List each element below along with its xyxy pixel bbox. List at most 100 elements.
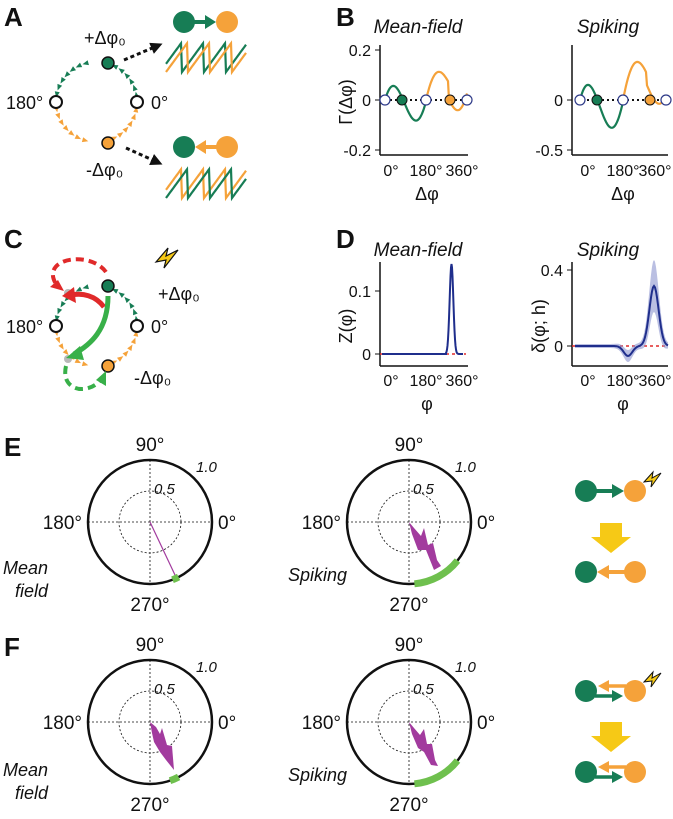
schematic-f bbox=[575, 670, 662, 783]
neuron-green bbox=[575, 480, 597, 502]
gamma-curve-green bbox=[383, 84, 428, 122]
polar-label-0: 0° bbox=[218, 713, 236, 734]
neuron-green bbox=[575, 680, 597, 702]
polar-r-05: 0.5 bbox=[413, 681, 435, 698]
polar-label-270: 270° bbox=[389, 795, 428, 816]
polar-r-1: 1.0 bbox=[196, 459, 218, 476]
polar-label-270: 270° bbox=[130, 795, 169, 816]
ring-arrowhead bbox=[124, 72, 131, 80]
c-angle-label-0: 0° bbox=[151, 317, 168, 337]
ring-arrowhead bbox=[57, 83, 63, 91]
angle-label-0: 0° bbox=[151, 93, 168, 113]
b-spiking-curves bbox=[578, 60, 668, 129]
ring-arrowhead bbox=[129, 78, 135, 85]
phase-vectors bbox=[409, 722, 438, 766]
ring-arrowhead bbox=[62, 124, 69, 132]
ring-arrowhead bbox=[133, 84, 138, 92]
ring-arrowhead bbox=[127, 120, 133, 127]
polar-label-180: 180° bbox=[302, 513, 341, 534]
d-mean-curve bbox=[382, 263, 463, 355]
coupling-arrowhead-fwd bbox=[612, 771, 623, 783]
polar-f-spiking: 90° 270° 180° 0° 1.0 0.5 Spiking bbox=[288, 635, 495, 816]
lightning-icon bbox=[642, 470, 662, 488]
ring-arrowhead bbox=[117, 356, 124, 362]
dotted-arrow-top bbox=[123, 42, 163, 62]
prc-curve bbox=[382, 263, 463, 355]
polar-label-0: 0° bbox=[218, 513, 236, 534]
plus-phase-dot bbox=[101, 56, 115, 70]
plus-phase-label: +Δφ₀ bbox=[84, 28, 126, 48]
node-0 bbox=[130, 95, 144, 109]
sawtooth-trace-top bbox=[165, 40, 247, 76]
coupling-arrowhead bbox=[597, 565, 609, 579]
minus-phase-label: -Δφ₀ bbox=[86, 160, 123, 180]
b-ylabel: Γ(Δφ) bbox=[336, 79, 356, 125]
coupling-arrowhead-fwd bbox=[612, 690, 623, 702]
polar-label-270: 270° bbox=[389, 595, 428, 616]
spiking-label: Spiking bbox=[288, 565, 347, 585]
b-mean-xtick-0: 0° bbox=[383, 163, 398, 180]
ring-arrowhead bbox=[69, 66, 76, 72]
polar-r-05: 0.5 bbox=[154, 681, 176, 698]
ring-arrowhead bbox=[130, 337, 136, 345]
d-spiking-title: Spiking bbox=[577, 240, 640, 261]
ring-arrowhead bbox=[75, 286, 83, 292]
b-spk-fixed-360 bbox=[660, 94, 672, 106]
d-spk-xtick-0: 0° bbox=[580, 373, 595, 390]
ring-arrowhead bbox=[57, 307, 63, 315]
lightning-icon bbox=[642, 670, 662, 688]
polar-f-mean: 90° 270° 180° 0° 1.0 0.5 Mean field bbox=[3, 635, 236, 816]
mean-field-label-2: field bbox=[15, 783, 49, 803]
b-spk-fixed-stable-orange bbox=[644, 94, 656, 106]
coupling-arrowhead bbox=[612, 484, 624, 498]
yellow-down-arrow bbox=[591, 523, 631, 553]
panel-d: D Mean-field Spiking Z(φ) δ(φ; h) 0.1 0 … bbox=[336, 224, 672, 414]
polar-label-270: 270° bbox=[130, 595, 169, 616]
ring-arrowhead bbox=[127, 344, 133, 351]
ring-arrowhead bbox=[55, 112, 60, 120]
panel-label-b: B bbox=[336, 2, 355, 32]
green-solid-arrowhead bbox=[66, 346, 84, 360]
polar-r-1: 1.0 bbox=[455, 659, 477, 676]
d-spk-ytick-1: 0 bbox=[554, 339, 563, 356]
ring-arrowhead bbox=[117, 132, 124, 138]
polar-e-mean: 90° 270° 180° 0° 1.0 0.5 Mean field bbox=[3, 435, 236, 616]
d-mean-xlabel: φ bbox=[421, 394, 433, 414]
c-plus-phase-label: +Δφ₀ bbox=[158, 284, 200, 304]
polar-label-180: 180° bbox=[302, 713, 341, 734]
gamma-curve-orange bbox=[621, 60, 668, 105]
b-spk-ytick-0: 0 bbox=[554, 93, 563, 110]
mean-vector bbox=[149, 521, 176, 576]
ring-arrowhead bbox=[74, 358, 82, 364]
panel-label-a: A bbox=[4, 2, 23, 32]
phase-arc bbox=[413, 758, 461, 788]
ring-arrowhead bbox=[62, 348, 69, 356]
b-mean-ytick-0: 0.2 bbox=[349, 43, 371, 60]
coupling-arrowhead-back bbox=[598, 761, 609, 773]
sawtooth-trace-bottom bbox=[165, 166, 247, 202]
ring-arrowhead bbox=[122, 126, 129, 133]
ring-arrowhead bbox=[68, 130, 75, 136]
panel-a: A 180° 0° +Δφ₀ -Δφ₀ bbox=[4, 2, 247, 202]
red-dashed-arrow bbox=[51, 257, 108, 286]
polar-r-05: 0.5 bbox=[154, 481, 176, 498]
b-mean-ytick-2: -0.2 bbox=[343, 143, 371, 160]
c-plus-phase-dot bbox=[101, 279, 115, 293]
polar-e-spiking: 90° 270° 180° 0° 1.0 0.5 Spiking bbox=[288, 435, 495, 616]
neuron-orange bbox=[624, 761, 646, 783]
phase-arc bbox=[168, 773, 181, 785]
b-spk-xtick-1: 180° bbox=[606, 163, 639, 180]
panel-label-f: F bbox=[4, 632, 20, 662]
angle-label-180: 180° bbox=[6, 93, 43, 113]
polar-label-180: 180° bbox=[43, 513, 82, 534]
polar-r-05: 0.5 bbox=[413, 481, 435, 498]
d-mean-ytick-1: 0 bbox=[362, 347, 371, 364]
neuron-orange bbox=[624, 480, 646, 502]
d-mean-ylabel: Z(φ) bbox=[336, 309, 356, 344]
neuron-green bbox=[575, 561, 597, 583]
polar-label-0: 0° bbox=[477, 513, 495, 534]
phase-vectors bbox=[409, 522, 441, 570]
ring-arrowhead bbox=[118, 68, 125, 74]
gamma-curve-green bbox=[578, 83, 625, 129]
mean-field-label-1: Mean bbox=[3, 558, 48, 578]
